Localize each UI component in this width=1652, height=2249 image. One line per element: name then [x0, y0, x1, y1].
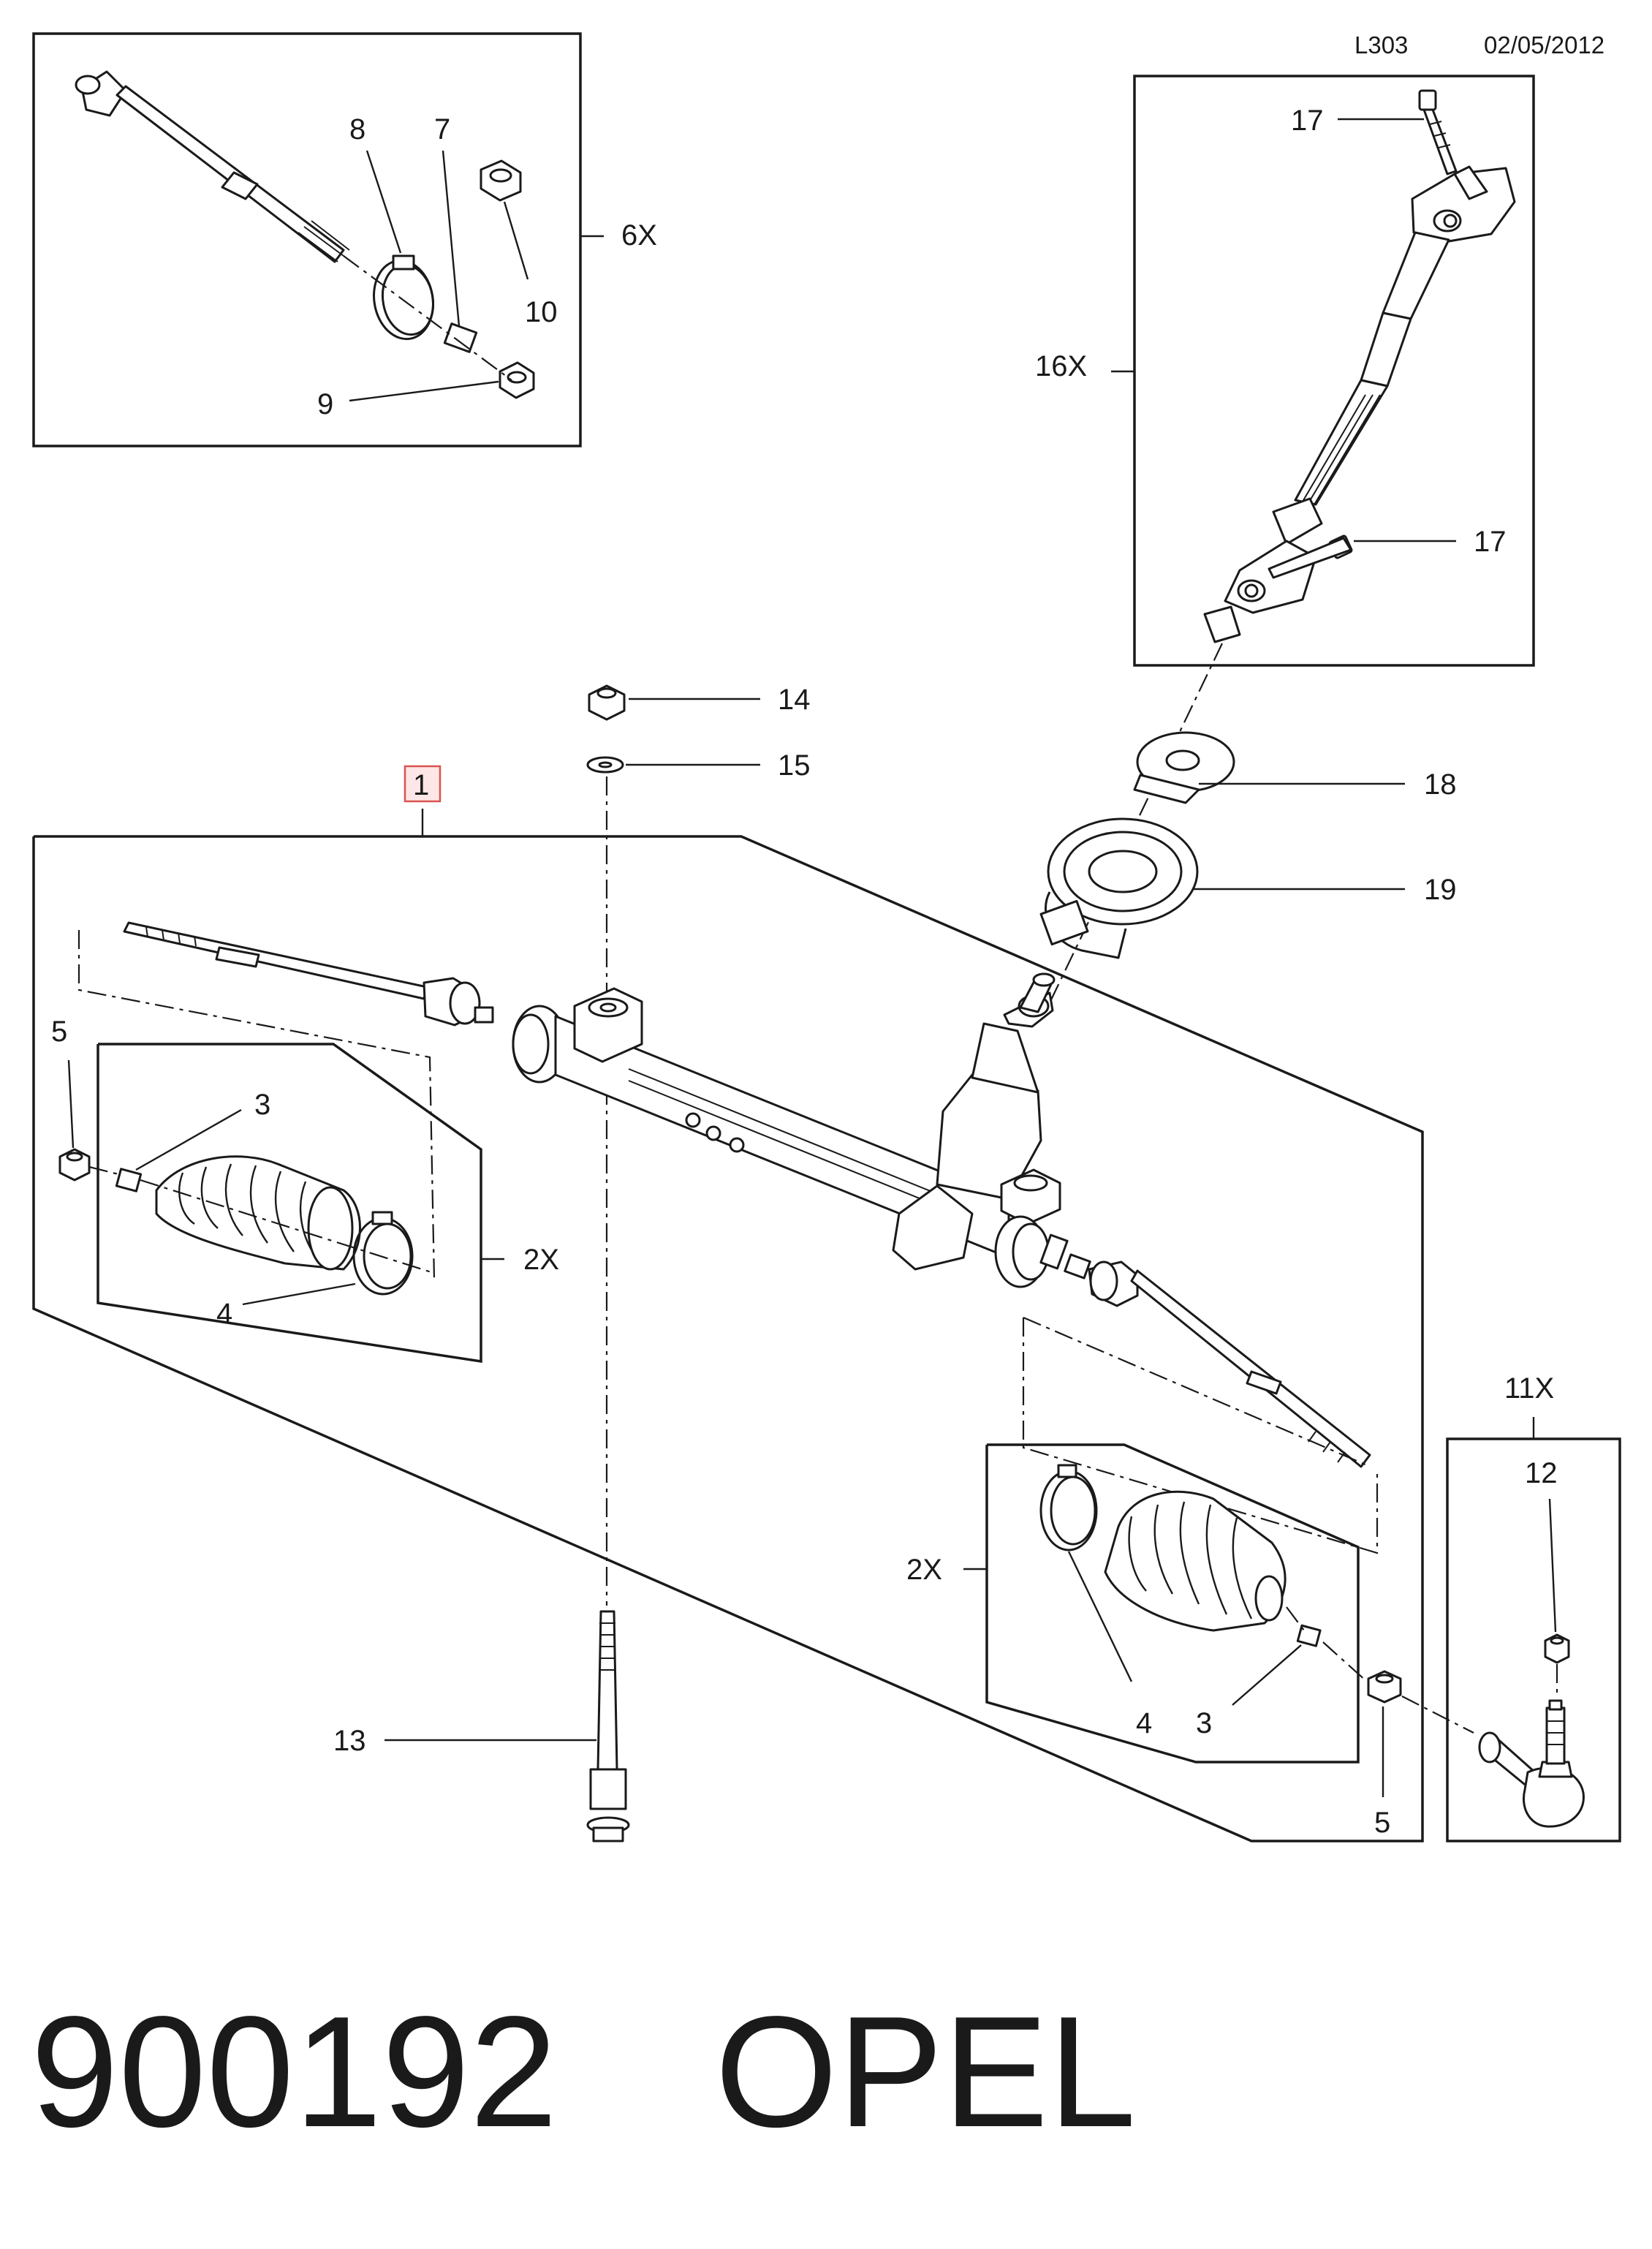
callout-4-left: 4: [216, 1298, 232, 1330]
inner-tie-rod-kit-box: [32, 32, 604, 447]
right-bellows-boot-part: [1104, 1490, 1287, 1632]
callout-15: 15: [778, 749, 811, 782]
intermediate-shaft-part: [1203, 165, 1516, 643]
nut-top-part: [480, 159, 522, 202]
left-boot-clamp-part: [352, 1211, 414, 1296]
dash-seal-boot-part: [1039, 817, 1199, 959]
diagram-code: L303: [1354, 31, 1408, 58]
pinch-bolt-bottom-part: [1268, 534, 1353, 579]
brand-name: OPEL: [715, 1983, 1136, 2160]
callout-1: 1: [413, 769, 429, 801]
callout-5-right: 5: [1374, 1807, 1390, 1839]
callout-3-left: 3: [254, 1089, 270, 1121]
right-small-clamp-part: [1296, 1624, 1322, 1647]
left-jam-nut-part: [58, 1148, 91, 1182]
callout-19: 19: [1424, 874, 1457, 906]
intermediate-shaft-box: [1111, 75, 1535, 667]
callout-16: 16X: [1035, 350, 1087, 382]
clamp-ring-part: [373, 254, 435, 341]
tie-rod-end-nut-part: [1544, 1633, 1570, 1664]
callout-13: 13: [333, 1725, 366, 1757]
callout-6: 6X: [621, 219, 657, 252]
right-boot-clamp-part: [1039, 1464, 1098, 1551]
diagram-date: 02/05/2012: [1484, 31, 1604, 58]
left-small-clamp-part: [115, 1168, 143, 1192]
callout-12: 12: [1525, 1457, 1558, 1489]
washer-part: [586, 756, 624, 774]
inner-tie-rod-part: [75, 70, 350, 263]
mounting-nut-part: [588, 684, 626, 721]
steering-gear-assembly-box: [32, 765, 1424, 1842]
callout-17-bottom: 17: [1474, 526, 1507, 558]
callout-11: 11X: [1504, 1372, 1554, 1405]
callout-2-right: 2X: [906, 1554, 942, 1586]
callout-8: 8: [349, 113, 365, 145]
seal-part: [1133, 731, 1235, 804]
callout-17-top: 17: [1291, 105, 1324, 137]
nut-bottom-part: [499, 361, 535, 399]
part-number: 900192: [31, 1983, 558, 2160]
callout-4-right: 4: [1136, 1707, 1152, 1739]
steering-rack-housing-part: [512, 987, 1069, 1288]
callout-1-highlight: [403, 765, 442, 803]
callout-18: 18: [1424, 768, 1457, 801]
callout-9: 9: [317, 388, 333, 420]
mounting-bolt-part: [586, 1610, 630, 1842]
left-boot-kit-box: [96, 1043, 504, 1364]
left-bellows-boot-part: [155, 1155, 361, 1271]
right-tie-rod-part: [1064, 1253, 1371, 1468]
callout-5-left: 5: [51, 1016, 67, 1048]
clip-part: [443, 322, 478, 353]
left-tie-rod-part: [123, 921, 494, 1027]
callout-7: 7: [434, 113, 450, 145]
callout-14: 14: [778, 684, 811, 716]
right-jam-nut-part: [1367, 1670, 1402, 1704]
tie-rod-end-part: [1478, 1699, 1585, 1828]
callout-3-right: 3: [1196, 1707, 1212, 1739]
right-boot-kit-box: [963, 1443, 1360, 1764]
pinch-bolt-top-part: [1418, 89, 1458, 175]
pinion-input-shaft-part: [1019, 972, 1056, 1013]
callout-10: 10: [525, 296, 558, 328]
callout-2-left: 2X: [523, 1244, 559, 1276]
tie-rod-end-box: [1446, 1417, 1621, 1842]
